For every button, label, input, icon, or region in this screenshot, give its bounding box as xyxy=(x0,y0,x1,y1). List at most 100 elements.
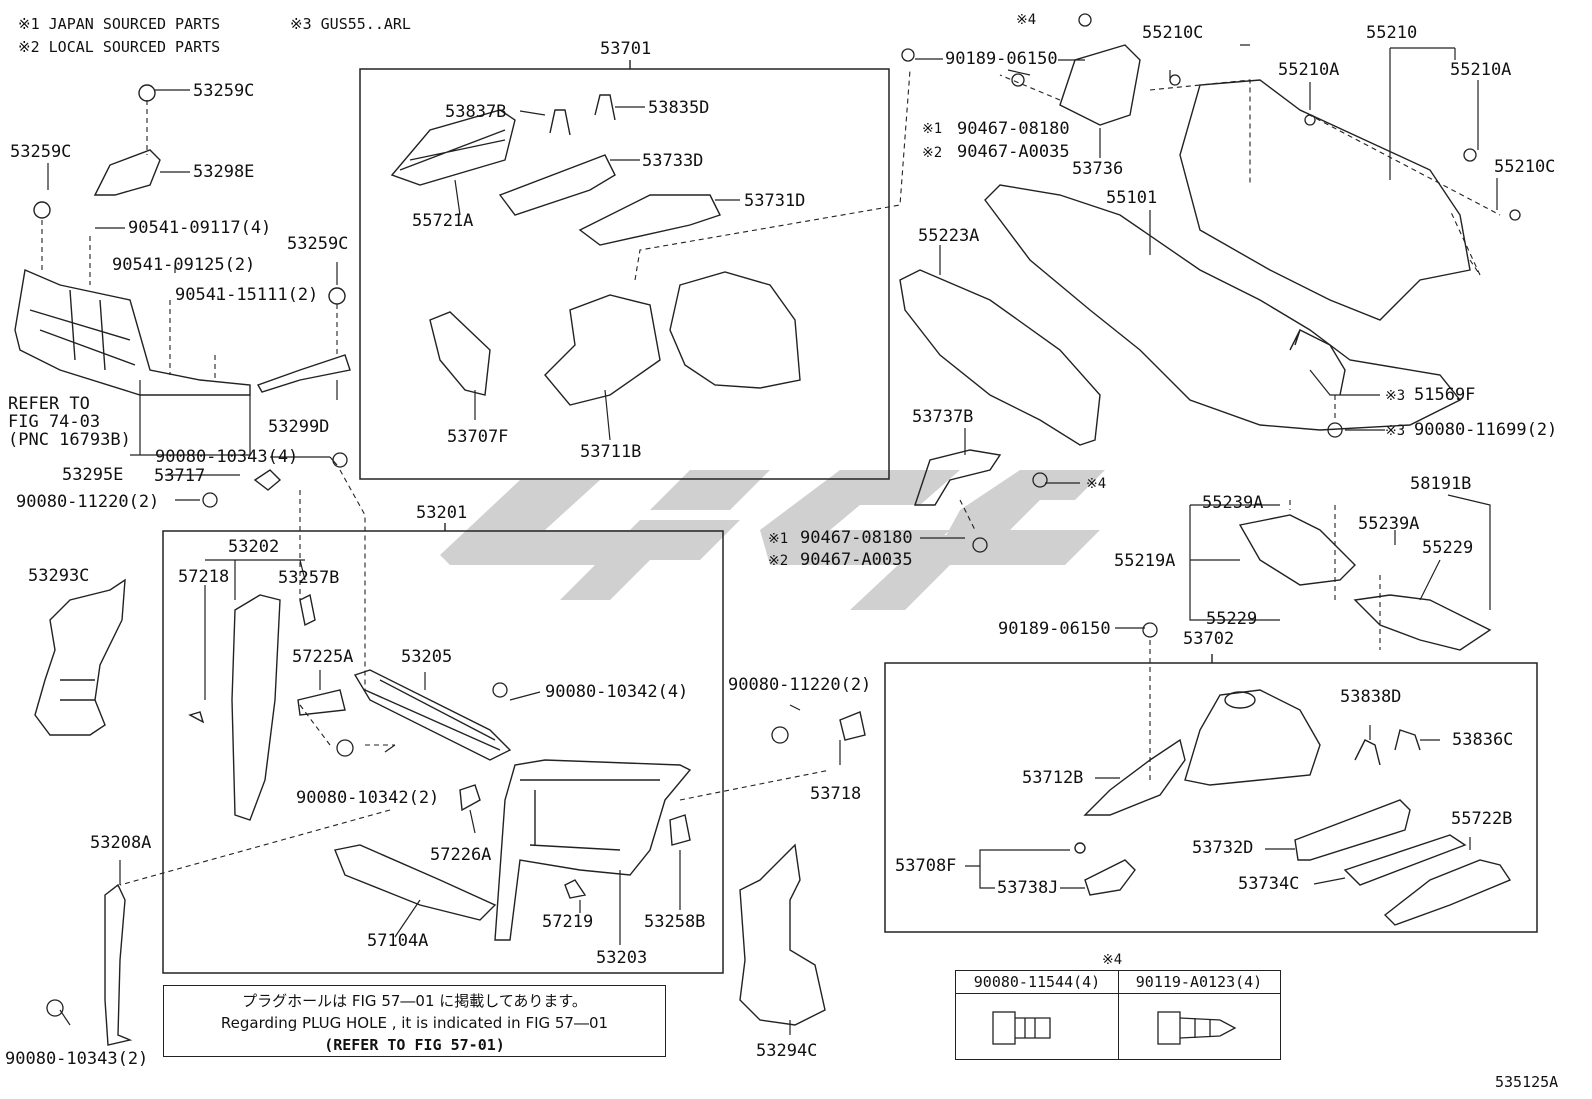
part-51569F-shape xyxy=(1289,329,1346,396)
part-label[interactable]: 53259C xyxy=(287,234,349,254)
part-label[interactable]: 53837B xyxy=(445,102,507,122)
leader-lines xyxy=(47,44,1498,1035)
plug-hole-refer-link[interactable]: (REFER TO FIG 57-01) xyxy=(324,1036,505,1054)
part-label[interactable]: 55210A xyxy=(1278,60,1340,80)
part-label[interactable]: 90189-06150 xyxy=(945,49,1058,69)
note-gus55: ※3 GUS55..ARL xyxy=(290,15,411,33)
part-label[interactable]: 55239A xyxy=(1202,493,1264,513)
part-label[interactable]: 57218 xyxy=(178,567,230,587)
part-label[interactable]: 53712B xyxy=(1022,768,1084,788)
part-label[interactable]: 55210 xyxy=(1366,23,1418,43)
part-label[interactable]: 90467-A0035 xyxy=(800,550,913,570)
part-label[interactable]: 90080-11220(2) xyxy=(728,675,872,695)
group-label-53701[interactable]: 53701 xyxy=(600,39,652,59)
part-wheelhouse-left xyxy=(1184,689,1321,786)
part-53711B-shape xyxy=(544,294,661,406)
part-label[interactable]: 58191B xyxy=(1410,474,1472,494)
part-label[interactable]: 53738J xyxy=(997,878,1059,898)
part-label[interactable]: 57104A xyxy=(367,931,429,951)
part-55223A-shape xyxy=(899,269,1101,446)
note-marker: ※2 xyxy=(922,145,943,161)
part-53733D-shape xyxy=(498,154,616,216)
note-marker: ※4 xyxy=(1086,476,1107,492)
part-label[interactable]: 55229 xyxy=(1422,538,1474,558)
part-label[interactable]: 53838D xyxy=(1340,687,1402,707)
part-label[interactable]: 55223A xyxy=(918,226,980,246)
part-label[interactable]: 53708F xyxy=(895,856,957,876)
box-53201 xyxy=(162,530,724,974)
part-55210-shape xyxy=(1179,79,1471,321)
group-label-53702[interactable]: 53702 xyxy=(1183,629,1235,649)
part-label[interactable]: 90541-09117(4) xyxy=(128,218,272,238)
part-53712B-shape xyxy=(1083,738,1186,816)
part-label[interactable]: 57226A xyxy=(430,845,492,865)
part-53299D-shape xyxy=(256,354,351,393)
part-label[interactable]: 90080-11699(2) xyxy=(1414,420,1558,440)
part-label[interactable]: 53717 xyxy=(154,466,206,486)
part-label[interactable]: 53294C xyxy=(756,1041,818,1061)
refer-pnc-text: (PNC 16793B) xyxy=(8,430,131,450)
part-label[interactable]: 55721A xyxy=(412,211,474,231)
part-label[interactable]: 90467-08180 xyxy=(800,528,913,548)
part-label[interactable]: 53293C xyxy=(28,566,90,586)
part-label[interactable]: 51569F xyxy=(1414,385,1476,405)
part-label[interactable]: 53732D xyxy=(1192,838,1254,858)
part-label[interactable]: 53258B xyxy=(644,912,706,932)
part-label[interactable]: 53257B xyxy=(278,568,340,588)
part-label[interactable]: 53203 xyxy=(596,948,648,968)
part-label[interactable]: 53734C xyxy=(1238,874,1300,894)
part-label[interactable]: 55101 xyxy=(1106,188,1158,208)
part-label[interactable]: 55722B xyxy=(1451,809,1513,829)
part-53731D-shape xyxy=(578,194,721,246)
plug-hole-notice-japanese: プラグホールは FIG 57―01 に掲載してあります。 xyxy=(242,992,587,1010)
part-label[interactable]: 53736 xyxy=(1072,159,1124,179)
part-label[interactable]: 55229 xyxy=(1206,609,1258,629)
refer-to-text: REFER TO xyxy=(8,394,90,414)
part-label[interactable]: 90189-06150 xyxy=(998,619,1111,639)
part-label[interactable]: 57225A xyxy=(292,647,354,667)
part-label[interactable]: 53259C xyxy=(10,142,72,162)
part-label[interactable]: 53202 xyxy=(228,537,280,557)
part-label[interactable]: 53299D xyxy=(268,417,330,437)
part-label[interactable]: 53205 xyxy=(401,647,453,667)
part-label[interactable]: 53737B xyxy=(912,407,974,427)
part-label[interactable]: 53295E xyxy=(62,465,124,485)
part-label[interactable]: 53733D xyxy=(642,151,704,171)
part-label[interactable]: 90080-11220(2) xyxy=(16,492,160,512)
part-label[interactable]: 90080-10343(2) xyxy=(5,1049,149,1069)
part-label[interactable]: 55210C xyxy=(1142,23,1204,43)
part-label[interactable]: 53711B xyxy=(580,442,642,462)
part-label[interactable]: 90080-10343(4) xyxy=(155,447,299,467)
part-label[interactable]: 55210A xyxy=(1450,60,1512,80)
part-53294C-shape xyxy=(739,843,826,1026)
part-label[interactable]: 53718 xyxy=(810,784,862,804)
part-53205-shape xyxy=(353,669,512,761)
part-53737B-shape xyxy=(914,449,1002,506)
part-label[interactable]: 55210C xyxy=(1494,157,1556,177)
part-label[interactable]: 53731D xyxy=(744,191,806,211)
part-55101-shape xyxy=(984,184,1462,431)
part-label[interactable]: 90541-15111(2) xyxy=(175,285,319,305)
part-label[interactable]: 90467-A0035 xyxy=(957,142,1070,162)
part-label[interactable]: 53208A xyxy=(90,833,152,853)
part-label[interactable]: 53835D xyxy=(648,98,710,118)
group-label-53201[interactable]: 53201 xyxy=(416,503,468,523)
part-label[interactable]: 53259C xyxy=(193,81,255,101)
refer-fig-text[interactable]: FIG 74-03 xyxy=(8,412,101,432)
part-label[interactable]: 90080-10342(4) xyxy=(545,682,689,702)
part-label[interactable]: 53836C xyxy=(1452,730,1514,750)
figure-id: 535125A xyxy=(1495,1073,1559,1091)
part-label[interactable]: 57219 xyxy=(542,912,594,932)
part-label[interactable]: 53298E xyxy=(193,162,255,182)
note-marker: ※3 xyxy=(1385,388,1406,404)
part-label[interactable]: 55219A xyxy=(1114,551,1176,571)
part-55722B-shape xyxy=(1383,859,1512,926)
fastener-col-90080-11544[interactable]: 90080-11544(4) xyxy=(956,971,1118,994)
fastener-col-90119-A0123[interactable]: 90119-A0123(4) xyxy=(1118,971,1280,994)
part-label[interactable]: 90080-10342(2) xyxy=(296,788,440,808)
part-label[interactable]: 90467-08180 xyxy=(957,119,1070,139)
part-label[interactable]: 90541-09125(2) xyxy=(112,255,256,275)
part-label[interactable]: 53707F xyxy=(447,427,509,447)
part-label[interactable]: 55239A xyxy=(1358,514,1420,534)
